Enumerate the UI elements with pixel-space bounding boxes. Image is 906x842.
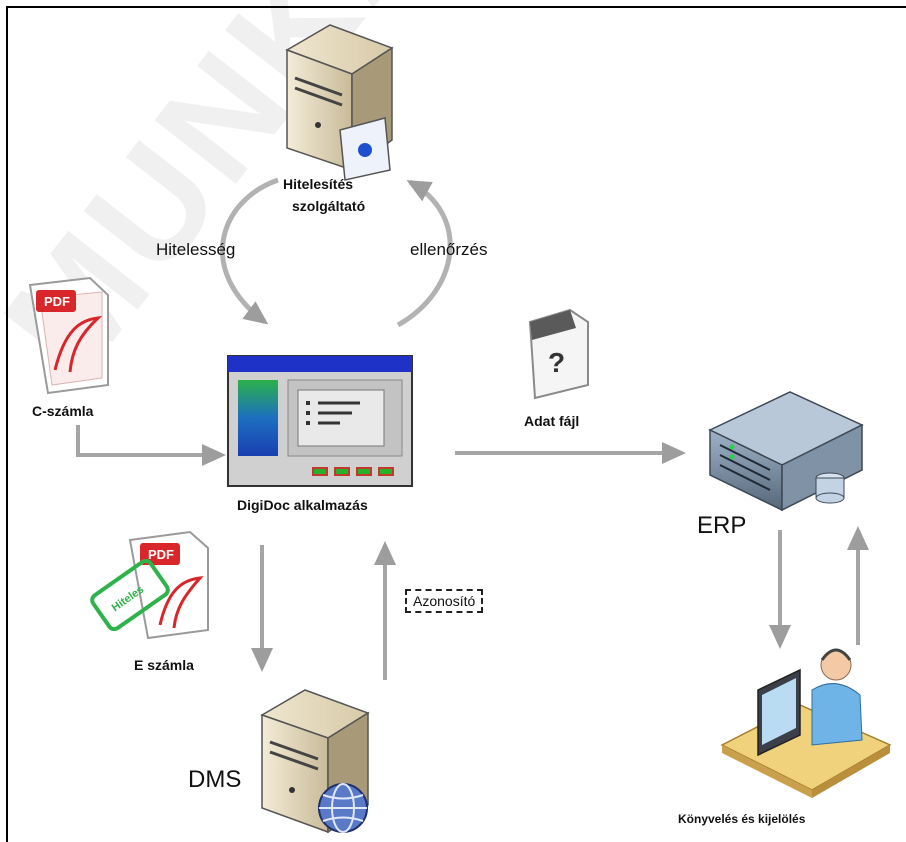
azonosito-label: Azonosító bbox=[405, 589, 484, 613]
pdf-label-2: PDF bbox=[148, 547, 174, 562]
digidoc-label: DigiDoc alkalmazás bbox=[237, 497, 368, 513]
globe-icon bbox=[318, 783, 368, 833]
diagram-frame bbox=[6, 6, 906, 842]
tsp-server-icon bbox=[285, 24, 394, 181]
data-file-icon: ? bbox=[528, 308, 589, 400]
dms-label: DMS bbox=[188, 766, 242, 793]
adat-fajl-label: Adat fájl bbox=[524, 413, 580, 429]
user-at-desk-icon bbox=[720, 648, 892, 798]
question-mark: ? bbox=[548, 347, 565, 378]
erp-label: ERP bbox=[697, 512, 747, 539]
erp-server-icon bbox=[708, 391, 864, 512]
ellenorzes-label: ellenőrzés bbox=[410, 240, 488, 259]
tsp-label-line1: Hitelesítés bbox=[283, 176, 354, 192]
hitelesseg-label: Hitelesség bbox=[156, 240, 236, 259]
pdf-eszamla-icon: PDF Hiteles bbox=[90, 530, 209, 640]
hitelesseg-arc bbox=[220, 177, 279, 325]
digidoc-app-window bbox=[227, 355, 413, 487]
ellenorzes-arc bbox=[396, 179, 453, 328]
e-szamla-label: E számla bbox=[134, 657, 194, 673]
pdf-label: PDF bbox=[44, 294, 70, 309]
dms-server-icon bbox=[260, 689, 370, 834]
c-szamla-label: C-számla bbox=[32, 403, 94, 419]
pdf-cszamla-icon: PDF bbox=[28, 276, 109, 395]
konyveles-label: Könyvelés és kijelölés bbox=[678, 812, 806, 826]
tsp-label-line2: szolgáltató bbox=[292, 198, 366, 214]
cszamla-to-digidoc-arrow bbox=[76, 425, 226, 466]
